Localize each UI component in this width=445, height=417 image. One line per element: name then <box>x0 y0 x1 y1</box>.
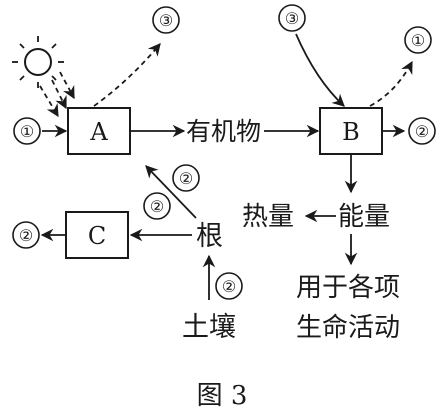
marker-one-b: ① <box>411 31 425 50</box>
box-a-label: A <box>89 118 108 146</box>
marker-two-root-a: ② <box>179 169 193 188</box>
box-a: A <box>67 107 131 155</box>
box-c-label: C <box>88 222 106 250</box>
life-activities-line2: 生命活动 <box>296 313 400 343</box>
marker-two-root-a-2: ② <box>150 197 164 216</box>
box-c: C <box>65 211 129 259</box>
marker-three-a: ③ <box>159 11 173 30</box>
output-c-to-two: ② <box>12 221 65 249</box>
flow-a-to-b: 有机物 <box>131 117 320 146</box>
marker-three-b: ③ <box>285 9 299 28</box>
root-label: 根 <box>196 221 223 252</box>
energy-row: 能量 热量 <box>242 202 390 232</box>
flow-energy-to-life: 用于各项 生命活动 <box>296 234 400 343</box>
heat-label: 热量 <box>242 202 294 232</box>
flow-soil-to-root: ② 土壤 <box>182 254 243 343</box>
box-b: B <box>319 107 383 155</box>
marker-two-b: ② <box>415 122 429 141</box>
output-b-to-two: ② <box>383 117 436 145</box>
marker-two-c: ② <box>19 226 33 245</box>
input-one-to-a: ① <box>13 117 68 145</box>
box-b-label: B <box>342 118 360 146</box>
output-a-to-three: ③ <box>93 6 180 107</box>
life-activities-line1: 用于各项 <box>296 273 400 303</box>
sunlight-arrows <box>39 71 75 118</box>
soil-label: 土壤 <box>182 312 236 343</box>
energy-label: 能量 <box>338 202 390 232</box>
output-b-to-one: ① <box>369 26 432 107</box>
organic-matter-label: 有机物 <box>186 117 261 146</box>
input-three-to-b: ③ <box>278 4 345 107</box>
root-node: 根 <box>196 221 223 252</box>
flow-root-to-a: ② ② <box>143 164 200 220</box>
marker-two-soil: ② <box>222 277 236 296</box>
marker-one-a: ① <box>20 122 34 141</box>
sun-icon <box>12 36 64 88</box>
figure-caption: 图 3 <box>197 381 248 411</box>
